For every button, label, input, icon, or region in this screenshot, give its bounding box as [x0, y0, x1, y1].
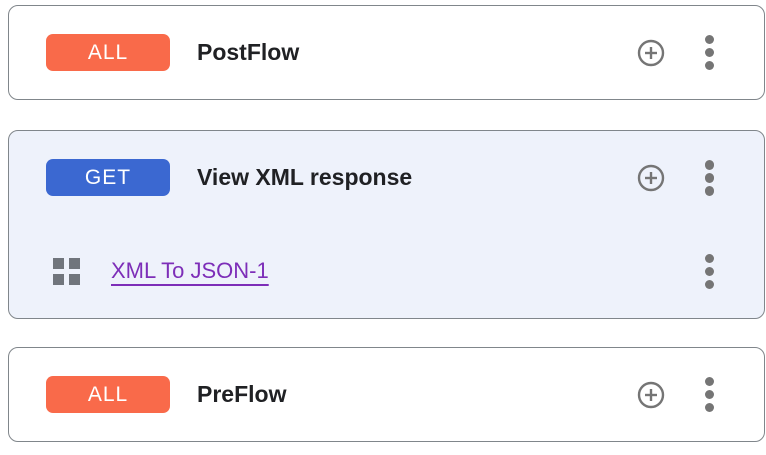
flow-menu-button[interactable]	[704, 376, 714, 413]
add-circle-outline-icon	[637, 164, 665, 192]
add-circle-outline-icon	[637, 381, 665, 409]
flow-card-postflow[interactable]: ALL PostFlow	[8, 5, 765, 100]
flow-card-preflow-row: ALL PreFlow	[9, 348, 764, 441]
flow-card-view-xml-response[interactable]: GET View XML response	[8, 130, 765, 319]
more-vert-icon	[704, 376, 714, 413]
more-vert-icon	[704, 34, 714, 71]
more-vert-icon	[704, 253, 714, 289]
policy-actions	[704, 253, 714, 289]
add-policy-button[interactable]	[637, 164, 665, 192]
flow-menu-button[interactable]	[704, 160, 714, 196]
verb-badge-all: ALL	[46, 376, 170, 413]
policy-row: XML To JSON-1	[9, 225, 764, 319]
flow-menu-button[interactable]	[704, 34, 714, 71]
flow-title: View XML response	[197, 164, 413, 191]
add-policy-button[interactable]	[637, 39, 665, 67]
add-circle-outline-icon	[637, 39, 665, 67]
flow-card-postflow-row: ALL PostFlow	[9, 6, 764, 99]
flow-title: PreFlow	[197, 381, 287, 407]
flow-actions	[637, 376, 714, 413]
flow-list: ALL PostFlow	[0, 5, 766, 442]
flow-card-view-xml-response-row: GET View XML response	[9, 131, 764, 225]
drag-indicator-icon[interactable]	[53, 257, 80, 285]
flow-actions	[637, 34, 714, 71]
verb-badge-all: ALL	[46, 34, 170, 71]
add-policy-button[interactable]	[637, 381, 665, 409]
flow-actions	[637, 160, 714, 196]
flow-card-preflow[interactable]: ALL PreFlow	[8, 347, 765, 442]
policy-link[interactable]: XML To JSON-1	[111, 258, 269, 284]
verb-badge-get: GET	[46, 159, 170, 197]
more-vert-icon	[704, 160, 714, 196]
flow-title: PostFlow	[197, 39, 300, 65]
policy-menu-button[interactable]	[704, 253, 714, 289]
